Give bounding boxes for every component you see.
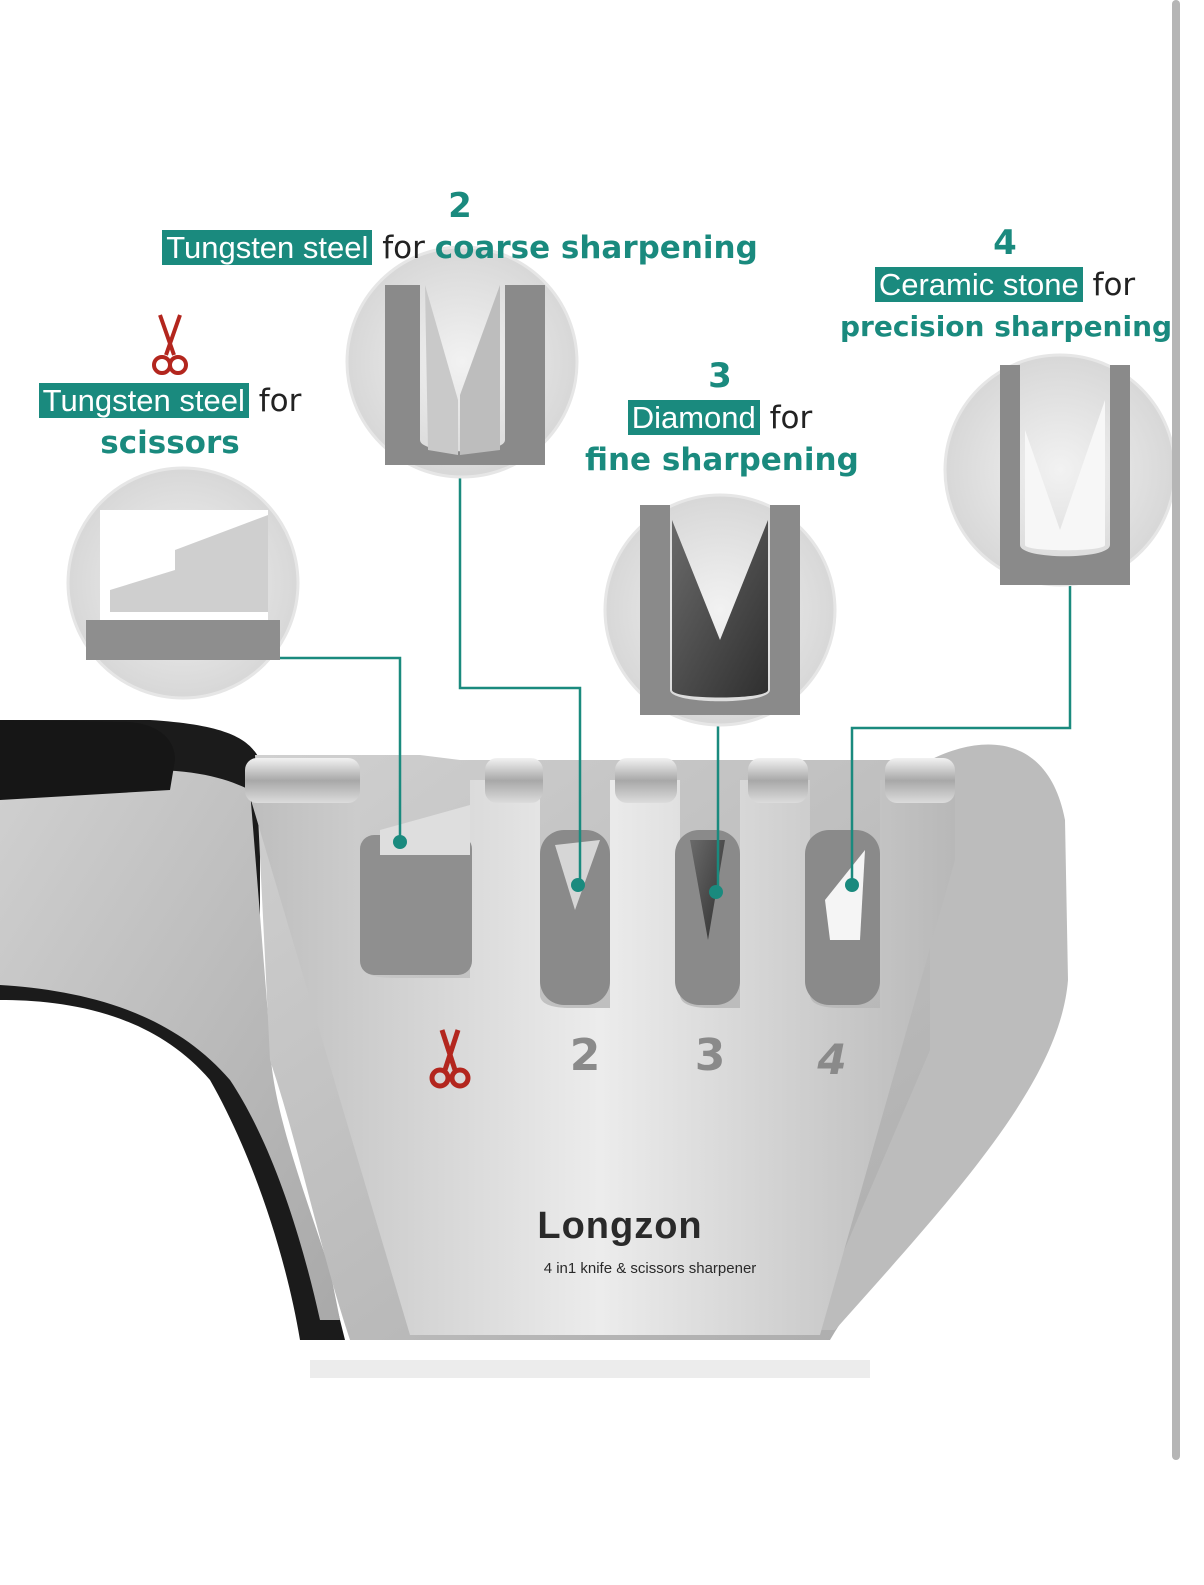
callout-slot-4: 4 Ceramic stone for precision sharpening [840,222,1173,348]
connector-2 [458,470,582,885]
dot-2 [571,878,585,892]
steel-plate [245,780,955,1335]
plate-number-4: 4 [817,1035,847,1084]
plate-number-2: 2 [569,1030,601,1081]
callout-4-number: 4 [993,223,1017,263]
pillar-4 [748,758,808,803]
callout-4-purpose: precision sharpening [840,310,1173,343]
brand-logo: Longzon [537,1205,703,1247]
brand-tagline: 4 in1 knife & scissors sharpener [543,1260,757,1277]
handle-grey [0,770,340,1320]
zoom-circle-scissors [66,466,300,700]
callout-4-highlight: Ceramic stone [874,267,1083,302]
floor-shadow [310,1360,870,1378]
plate-scissors-icon [429,1029,471,1089]
right-bumper [810,744,1068,1330]
dot-scissors [393,835,407,849]
connector-4 [850,585,1072,885]
pillar-3 [615,758,677,803]
callout-2-number: 2 [448,186,472,226]
callout-3-purpose: fine sharpening [585,442,859,478]
scissors-icon [152,314,188,375]
zoom-circle-4 [943,353,1177,587]
slot-scissors [360,835,472,975]
callout-2-purpose: coarse sharpening [434,230,758,266]
callout-3-highlight: Diamond [627,400,760,435]
callout-scissors-highlight: Tungsten steel [38,383,249,418]
connector-scissors [270,656,402,842]
callout-scissors: Tungsten steel for scissors [20,310,320,464]
callout-scissors-purpose: scissors [100,425,240,461]
callout-2-connector: for [382,230,425,266]
blade-2 [555,840,600,910]
slot-2 [540,830,610,1005]
callout-slot-3: 3 Diamond for fine sharpening [585,355,859,481]
pillar-5 [885,758,955,803]
callout-slot-2: 2 Tungsten steel for coarse sharpening [140,185,780,269]
zoom-circle-2 [345,245,579,479]
dot-4 [845,878,859,892]
blade-3 [690,840,725,940]
zoom-circle-3 [603,493,837,727]
blade-4 [825,850,865,940]
callout-2-highlight: Tungsten steel [162,230,373,265]
callout-4-connector: for [1092,267,1136,303]
callout-scissors-connector: for [258,383,302,419]
page-scrollbar[interactable] [1172,0,1180,1460]
pillar-1 [245,758,360,803]
dot-3 [709,885,723,899]
callout-3-connector: for [769,400,813,436]
callout-3-number: 3 [708,356,732,396]
handle-top-black [0,720,175,800]
plate-number-3: 3 [694,1030,726,1081]
pillar-2 [485,758,543,803]
